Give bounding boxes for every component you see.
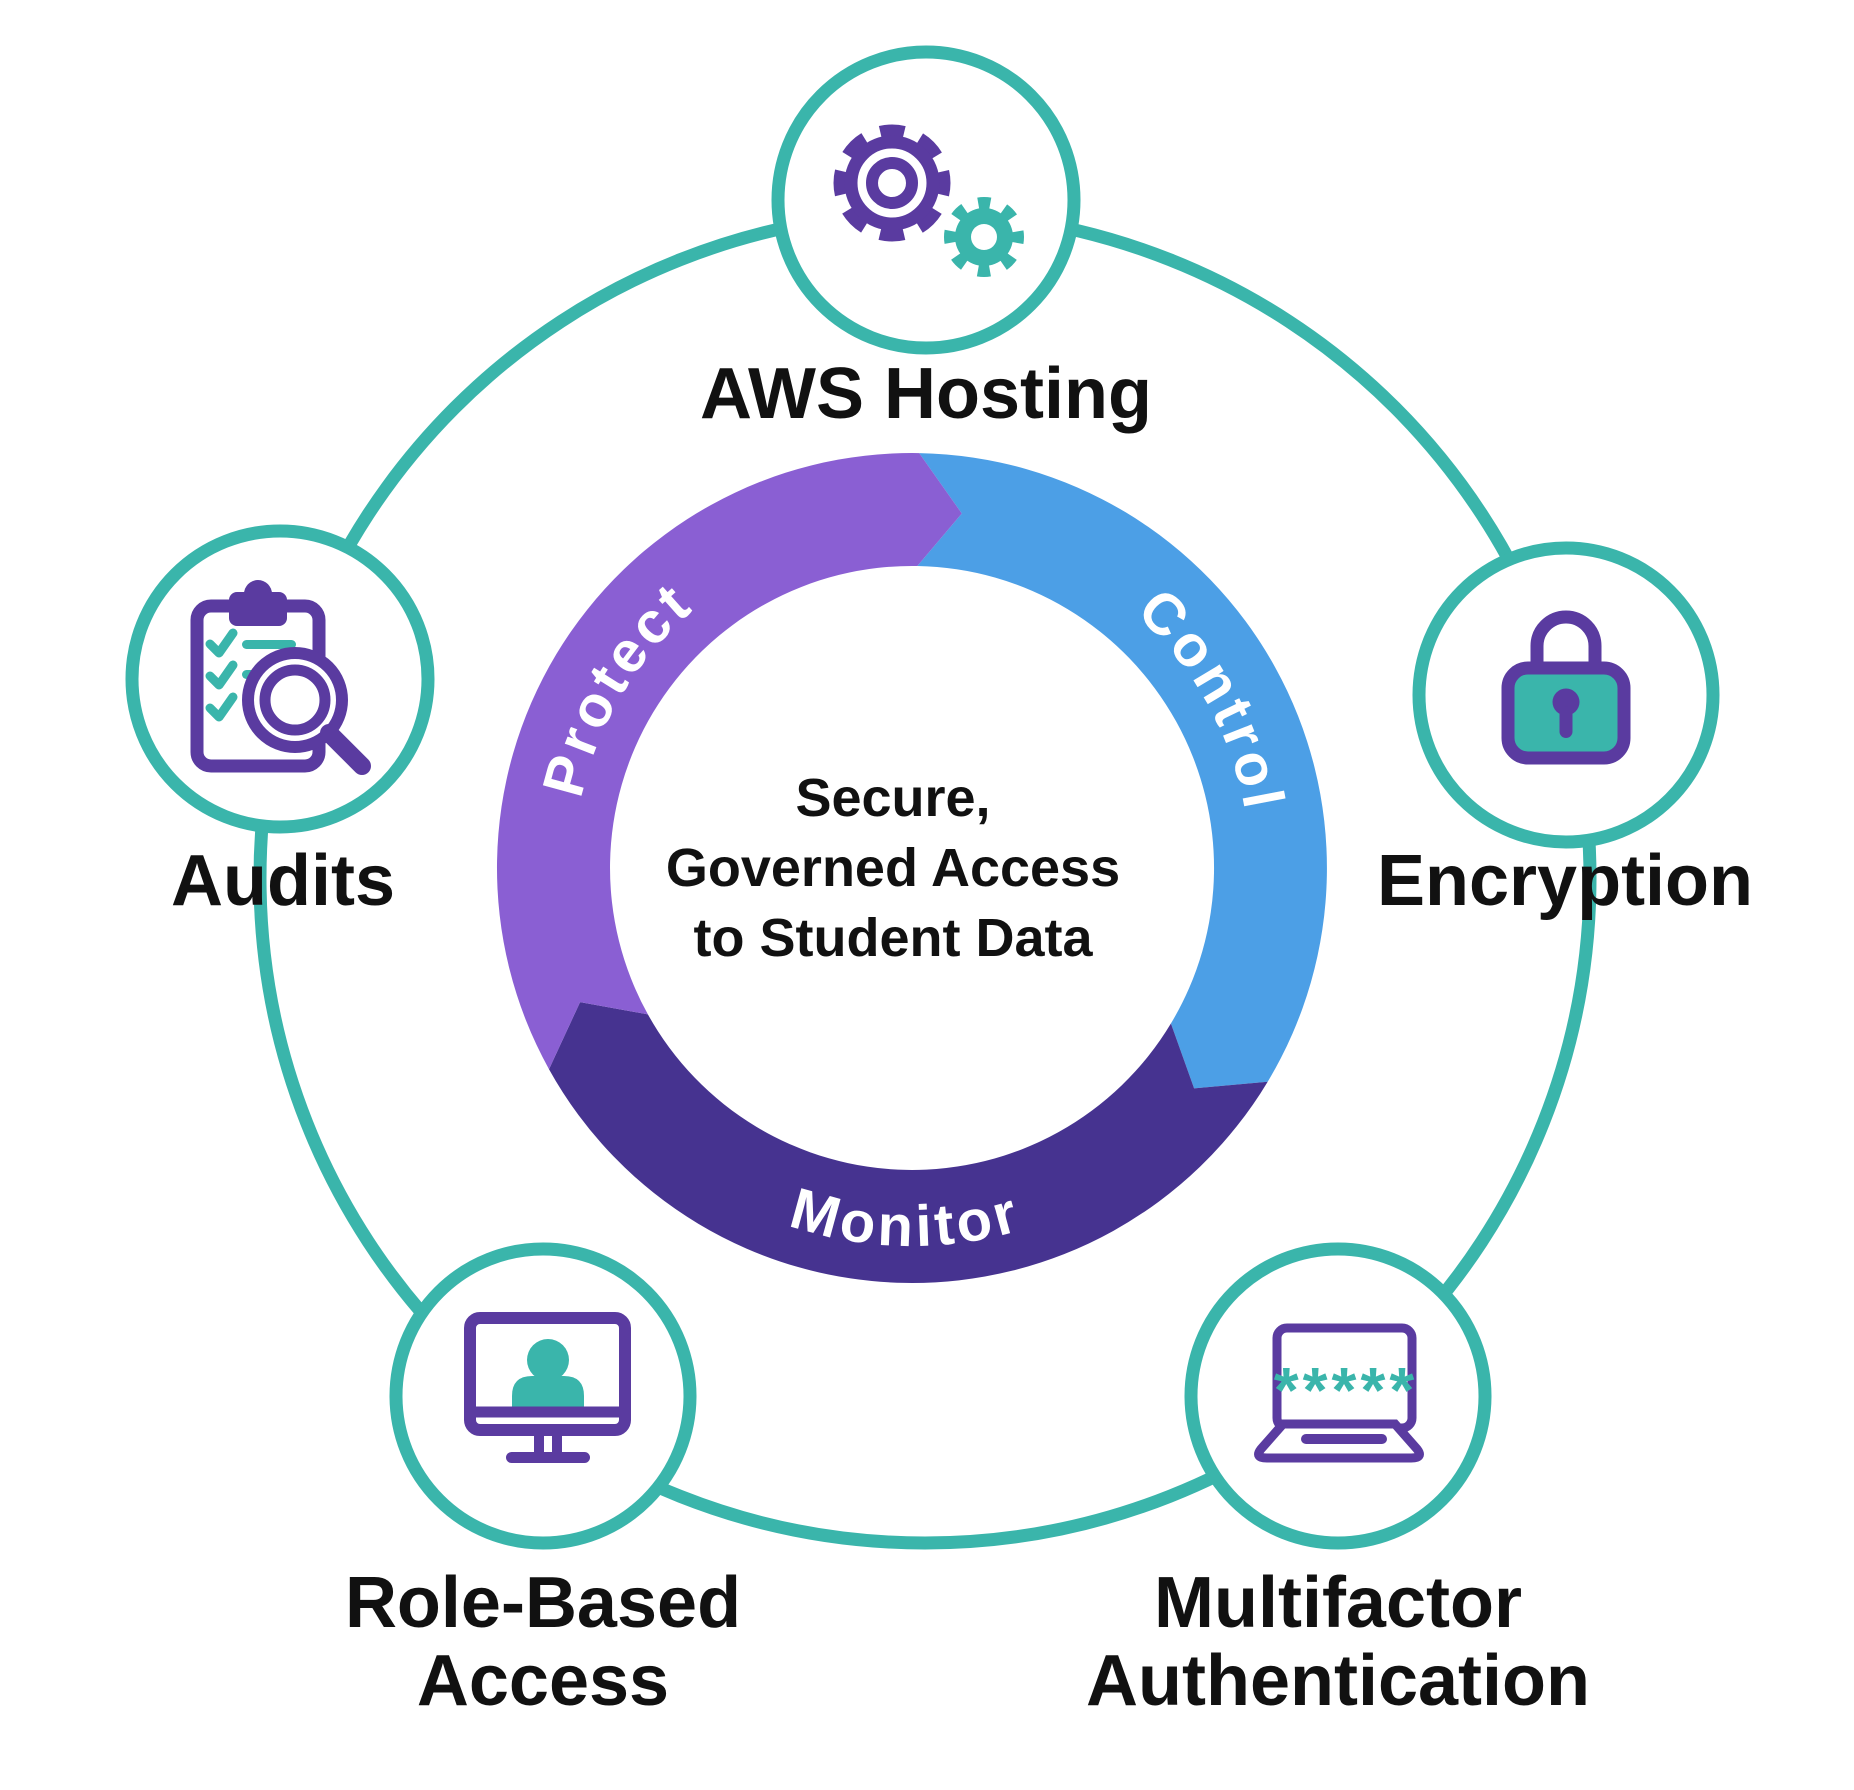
monitor-stand-leg-right	[552, 1430, 562, 1456]
multifactor-label-line1: Multifactor	[1154, 1563, 1522, 1643]
checkmark-3	[205, 692, 238, 722]
center-statement-line2: Governed Access	[666, 838, 1120, 898]
cycle-ring: Protect Control Monitor	[496, 453, 1327, 1283]
magnifier-handle	[320, 724, 371, 775]
node-audits: Audits	[125, 524, 435, 921]
check-line-1	[242, 640, 296, 649]
monitor-stand-base	[506, 1452, 590, 1463]
laptop-password-icon: *****	[1254, 1323, 1424, 1463]
node-role-based-access: Role-Based Access	[345, 1242, 741, 1721]
password-asterisks: *****	[1274, 1354, 1419, 1426]
clipboard-magnifier-icon	[190, 580, 371, 775]
protect-segment-arc	[496, 453, 962, 1070]
multifactor-label-line2: Authentication	[1086, 1641, 1590, 1721]
center-statement: Secure, Governed Access to Student Data	[666, 768, 1120, 968]
large-gear-hole	[866, 157, 918, 209]
monitor-segment-arc	[549, 1002, 1268, 1283]
gears-icon	[833, 124, 1024, 277]
center-statement-line1: Secure,	[795, 768, 990, 828]
node-multifactor-authentication: ***** Multifactor Authentication	[1086, 1242, 1590, 1721]
laptop-slot	[1301, 1434, 1387, 1444]
monitor-stand-leg-left	[534, 1430, 544, 1456]
node-aws-hosting: AWS Hosting	[700, 45, 1152, 434]
small-gear-hole	[971, 224, 997, 250]
small-gear-teeth	[944, 197, 1024, 277]
checkmark-2	[205, 660, 238, 690]
role-based-label-line1: Role-Based	[345, 1563, 741, 1643]
checkmark-1	[205, 628, 238, 658]
audits-label: Audits	[171, 841, 395, 921]
center-statement-line3: to Student Data	[694, 908, 1094, 968]
keyhole-stem	[1559, 706, 1573, 738]
node-encryption: Encryption	[1377, 541, 1753, 921]
aws-hosting-label: AWS Hosting	[700, 354, 1152, 434]
padlock-icon	[1501, 610, 1631, 765]
magnifier-rim-inner	[259, 664, 331, 736]
monitor-user-icon	[464, 1312, 631, 1463]
padlock-shackle	[1530, 610, 1602, 670]
user-head	[527, 1339, 569, 1381]
control-segment-arc	[917, 453, 1327, 1089]
large-gear-teeth	[833, 124, 951, 242]
encryption-label: Encryption	[1377, 841, 1753, 921]
user-shoulders	[512, 1376, 584, 1410]
role-based-label-line2: Access	[417, 1641, 669, 1721]
keyhole-circle	[1552, 688, 1580, 716]
clipboard-clip	[229, 592, 287, 626]
